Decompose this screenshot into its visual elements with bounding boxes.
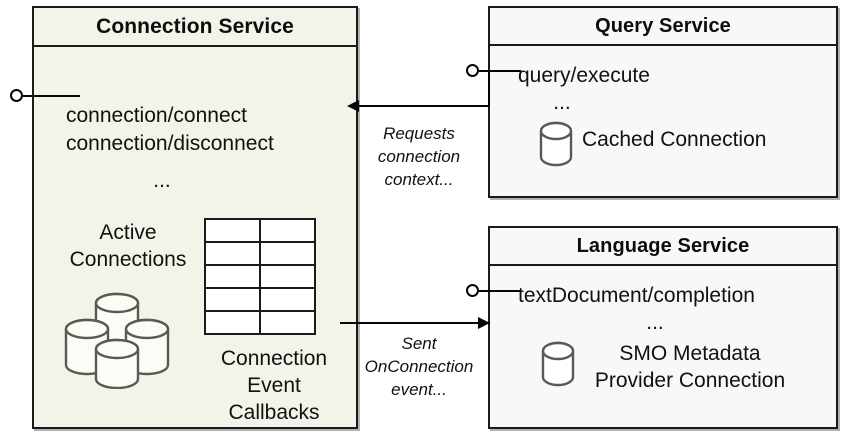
- query-service-body: query/execute ... Cached Connection: [490, 46, 836, 196]
- connection-service-body: connection/connect connection/disconnect…: [34, 47, 356, 427]
- sent-label-line2: OnConnection: [364, 357, 474, 376]
- connection-service-endpoint-connect: connection/connect: [66, 104, 247, 127]
- language-service-endpoint-completion: textDocument/completion: [518, 284, 755, 307]
- table-cell: [259, 264, 316, 289]
- requests-label-line1: Requests: [383, 124, 455, 143]
- table-cell: [259, 310, 316, 335]
- query-service-endpoint-ellipsis: ...: [553, 91, 571, 114]
- lollipop-interface-language-service[interactable]: [466, 284, 479, 297]
- table-cell: [204, 287, 261, 312]
- table-cell: [204, 218, 261, 243]
- component-query-service[interactable]: Query Service query/execute ... Cached C…: [488, 6, 838, 198]
- active-connections-label-line2: Connections: [69, 248, 187, 271]
- lollipop-stem-query-service: [479, 70, 521, 72]
- table-grid-icon: [204, 218, 316, 335]
- connection-service-title: Connection Service: [34, 8, 356, 47]
- lollipop-stem-language-service: [479, 290, 521, 292]
- language-service-endpoint-ellipsis: ...: [646, 311, 664, 334]
- table-row: [204, 241, 316, 266]
- callbacks-label-line2: Event: [247, 374, 301, 397]
- query-service-endpoint-execute: query/execute: [518, 64, 650, 87]
- database-cylinder-stack-icon: [58, 287, 182, 394]
- language-service-title: Language Service: [490, 228, 836, 266]
- table-cell: [259, 287, 316, 312]
- sent-label-line1: Sent: [401, 334, 437, 353]
- component-connection-service[interactable]: Connection Service connection/connect co…: [32, 6, 358, 429]
- table-row: [204, 264, 316, 289]
- sent-label-line3: event...: [391, 380, 447, 399]
- connection-event-callbacks-label: Connection Event Callbacks: [194, 345, 354, 426]
- callbacks-label-line3: Callbacks: [228, 401, 320, 424]
- cached-connection-label: Cached Connection: [582, 128, 767, 151]
- smo-label-line1: SMO Metadata: [619, 342, 761, 365]
- language-service-body: textDocument/completion ... SMO Metadata…: [490, 266, 836, 427]
- smo-metadata-provider-connection-label: SMO Metadata Provider Connection: [560, 340, 820, 394]
- lollipop-stem-connection-service: [23, 95, 80, 97]
- connector-label-requests-connection-context: Requests connection context...: [356, 122, 482, 191]
- table-cell: [259, 218, 316, 243]
- connector-query-to-connection-line: [358, 105, 490, 107]
- connection-service-endpoint-ellipsis: ...: [153, 169, 171, 192]
- table-cell: [204, 310, 261, 335]
- component-language-service[interactable]: Language Service textDocument/completion…: [488, 226, 838, 429]
- connector-connection-to-language-line: [340, 322, 490, 324]
- smo-label-line2: Provider Connection: [594, 369, 786, 392]
- connection-service-endpoint-disconnect: connection/disconnect: [66, 132, 274, 155]
- lollipop-interface-query-service[interactable]: [466, 64, 479, 77]
- database-cylinder-icon: [536, 118, 578, 175]
- table-cell: [259, 241, 316, 266]
- connector-label-sent-onconnection-event: Sent OnConnection event...: [354, 332, 484, 401]
- table-cell: [204, 264, 261, 289]
- lollipop-interface-connection-service[interactable]: [10, 89, 23, 102]
- table-row: [204, 310, 316, 335]
- arrow-head-left-icon: [347, 100, 359, 112]
- callbacks-label-line1: Connection: [220, 347, 328, 370]
- connector-query-vertical-segment: [488, 70, 490, 106]
- table-row: [204, 287, 316, 312]
- requests-label-line2: connection: [377, 147, 461, 166]
- table-row: [204, 218, 316, 243]
- active-connections-label-line1: Active: [99, 221, 157, 244]
- requests-label-line3: context...: [384, 170, 454, 189]
- database-cylinder-icon: [538, 338, 580, 395]
- table-cell: [204, 241, 261, 266]
- arrow-head-right-icon: [478, 317, 490, 329]
- query-service-title: Query Service: [490, 8, 836, 46]
- active-connections-label: Active Connections: [48, 219, 208, 273]
